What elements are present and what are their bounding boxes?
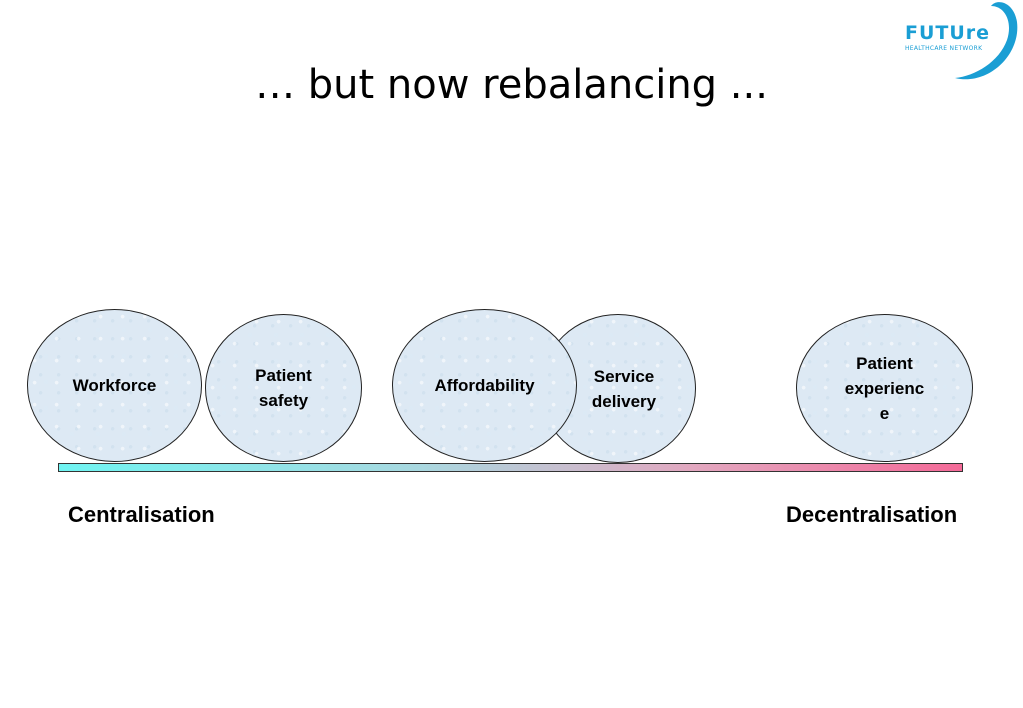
logo-subtitle: HEALTHCARE NETWORK bbox=[905, 45, 983, 52]
future-healthcare-network-logo: FUTUre HEALTHCARE NETWORK bbox=[893, 0, 1023, 88]
bubble-workforce: Workforce bbox=[27, 309, 202, 462]
bubble-patient-safety: Patient safety bbox=[205, 314, 362, 462]
bubble-affordability: Affordability bbox=[392, 309, 577, 462]
bubble-label: Workforce bbox=[72, 376, 157, 395]
bubble-label: Patient safety bbox=[255, 366, 312, 410]
bubble-label: Service delivery bbox=[591, 366, 657, 411]
page-title: … but now rebalancing ... bbox=[255, 62, 768, 108]
logo-wordmark: FUTUre bbox=[905, 22, 991, 44]
bubble-service-delivery: Service delivery bbox=[540, 314, 696, 463]
logo-swoosh-icon bbox=[955, 2, 1018, 80]
centralisation-scale-bar bbox=[58, 463, 963, 472]
bubble-patient-experience: Patient experienc e bbox=[796, 314, 973, 462]
scale-label-centralisation: Centralisation bbox=[68, 502, 215, 527]
scale-label-decentralisation: Decentralisation bbox=[786, 502, 958, 527]
bubble-label: Patient experienc e bbox=[844, 353, 925, 423]
bubble-label: Affordability bbox=[434, 376, 535, 395]
